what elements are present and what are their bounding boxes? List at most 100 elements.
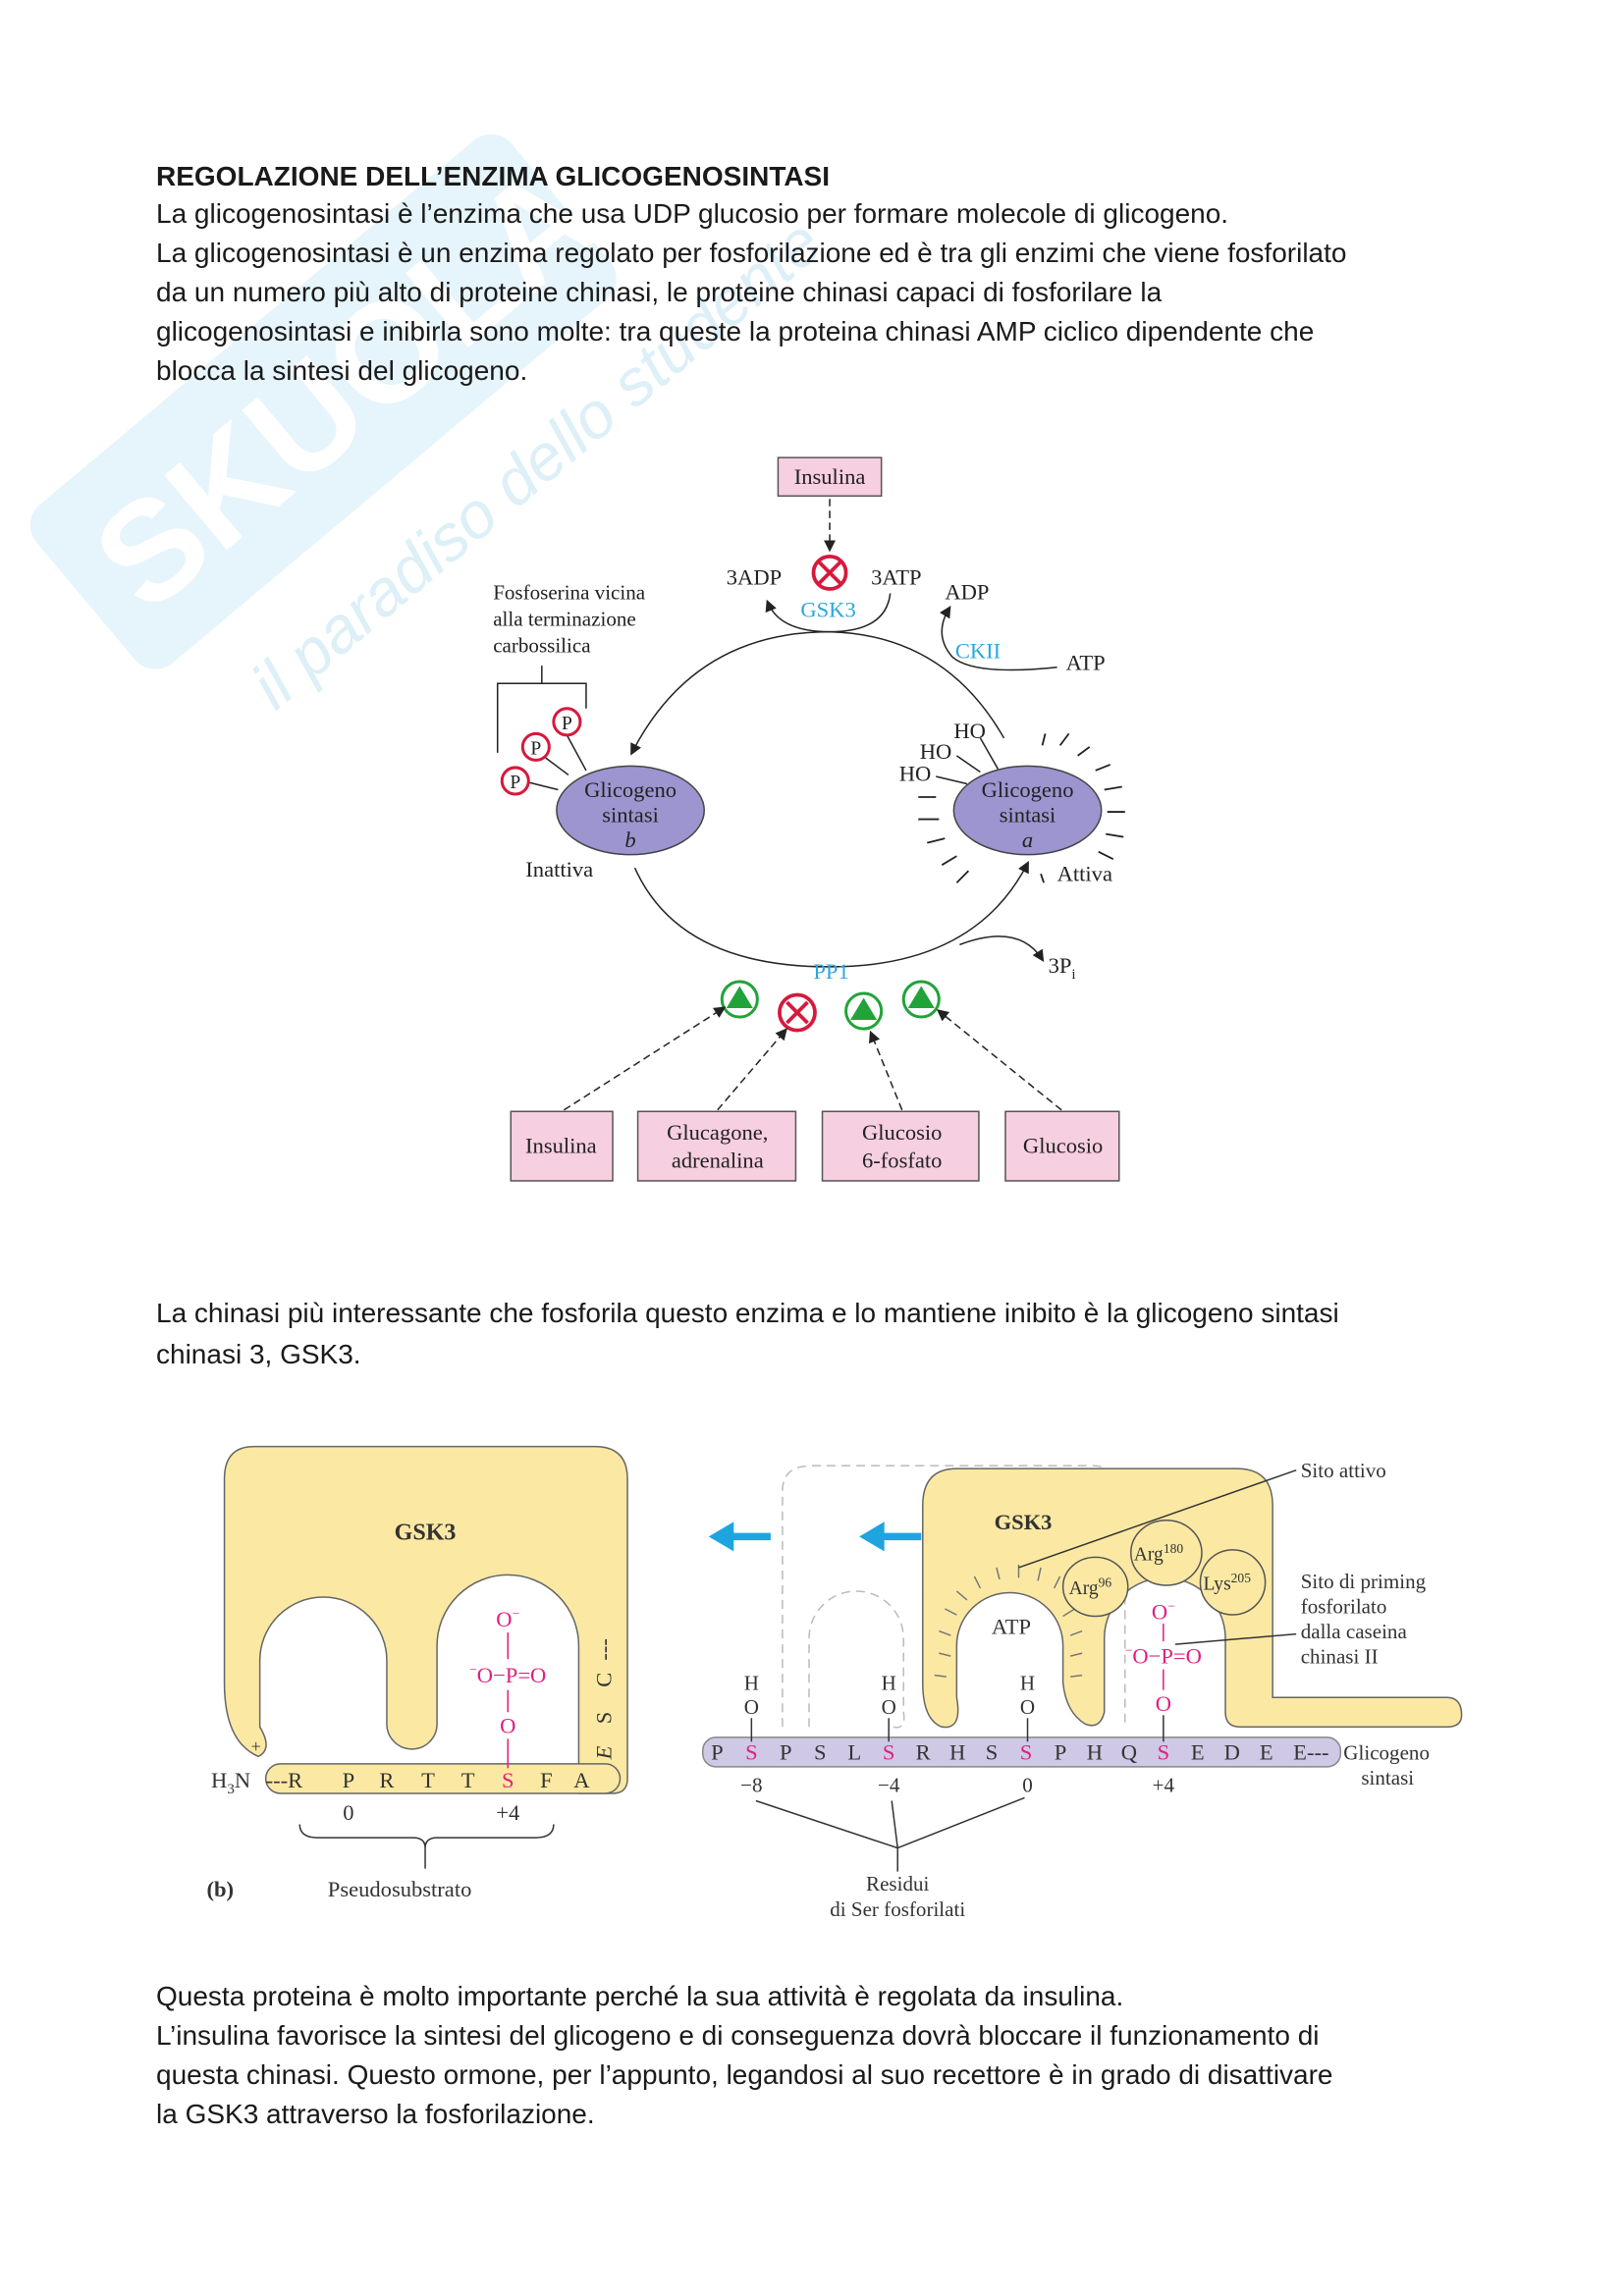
heading: REGOLAZIONE DELL’ENZIMA GLICOGENOSINTASI bbox=[156, 161, 831, 191]
phosphate-group: O− −O−P=O O bbox=[1125, 1599, 1202, 1742]
attiva-label: Attiva bbox=[1057, 862, 1112, 886]
svg-text:O: O bbox=[882, 1695, 896, 1719]
lys205-residue bbox=[1199, 1549, 1267, 1616]
gsk3-kinase-shape bbox=[922, 1468, 1463, 1729]
inattiva-label: Inattiva bbox=[525, 857, 593, 881]
svg-text:A: A bbox=[573, 1768, 590, 1792]
bracket bbox=[496, 666, 587, 753]
svg-text:F: F bbox=[540, 1768, 553, 1792]
enzyme-a-label: sintasi bbox=[1000, 803, 1056, 828]
box-label: Insulina bbox=[525, 1133, 597, 1157]
svg-text:+4: +4 bbox=[1153, 1773, 1175, 1796]
activate-icon bbox=[901, 980, 941, 1019]
enzyme-a-label: Glicogeno bbox=[982, 777, 1074, 802]
sequence-residue: S bbox=[814, 1739, 827, 1764]
residui-label: Residui bbox=[866, 1872, 929, 1896]
glucagone-box bbox=[636, 1110, 797, 1182]
ckii-reaction-arrow bbox=[940, 605, 1057, 671]
cycle-arrow-bottom bbox=[633, 861, 1029, 968]
svg-text:---: --- bbox=[592, 1638, 617, 1661]
enzyme-a-label: a bbox=[1022, 828, 1033, 852]
amino-terminus-label: H3N bbox=[211, 1768, 250, 1797]
fosfoserina-label: alla terminazione bbox=[493, 608, 636, 631]
arg180-residue bbox=[1130, 1520, 1203, 1586]
ho-label: HO bbox=[953, 719, 986, 743]
charge-label: + bbox=[251, 1736, 261, 1756]
hydroxyl-bonds bbox=[936, 737, 1000, 785]
svg-text:O: O bbox=[500, 1713, 515, 1737]
arg96-residue bbox=[1061, 1556, 1129, 1618]
pi-label: 3Pi bbox=[1049, 953, 1076, 983]
sequence-residue: E bbox=[1260, 1739, 1273, 1764]
insulina-box bbox=[510, 1110, 614, 1182]
enzyme-b-label: sintasi bbox=[602, 803, 659, 828]
svg-text:---R: ---R bbox=[266, 1768, 303, 1792]
svg-text:O: O bbox=[1156, 1691, 1171, 1716]
phosphate-icon: P bbox=[500, 766, 530, 796]
svg-text:T: T bbox=[421, 1768, 435, 1792]
svg-text:O: O bbox=[744, 1695, 759, 1719]
paragraph-line: glicogenosintasi e inibirla sono molte: … bbox=[156, 316, 1315, 347]
inhibit-icon bbox=[811, 555, 848, 591]
sequence-residue: E--- bbox=[1293, 1739, 1328, 1764]
svg-text:−O−P=O: −O−P=O bbox=[469, 1662, 546, 1687]
paragraph-line: da un numero più alto di proteine chinas… bbox=[156, 277, 1163, 307]
box-label: Glucosio bbox=[862, 1120, 942, 1145]
enzyme-b-label: b bbox=[624, 828, 635, 852]
sequence-residue: P bbox=[780, 1739, 792, 1764]
gsk3-kinase-shape bbox=[223, 1445, 628, 1794]
svg-text:O: O bbox=[1020, 1695, 1035, 1719]
svg-text:−4: −4 bbox=[878, 1773, 900, 1796]
sequence-residue: H bbox=[949, 1739, 965, 1764]
enzyme-b-label: Glicogeno bbox=[584, 777, 677, 802]
dashed-arrow bbox=[717, 1028, 787, 1111]
3adp-label: 3ADP bbox=[727, 564, 782, 589]
svg-text:−O−P=O: −O−P=O bbox=[1125, 1643, 1202, 1669]
sito-priming-label: Sito di priming fosforilato dalla casein… bbox=[1301, 1570, 1427, 1669]
ho-label: HO bbox=[920, 739, 952, 764]
sequence-residue: Q bbox=[1121, 1739, 1137, 1764]
inhibit-icon bbox=[778, 992, 817, 1033]
3atp-label: 3ATP bbox=[871, 564, 921, 589]
glicogeno-sintasi-label: Glicogeno bbox=[1343, 1740, 1430, 1764]
sequence-residue: E bbox=[1191, 1739, 1205, 1764]
svg-text:T: T bbox=[461, 1768, 475, 1792]
sequence-residue: R bbox=[916, 1739, 931, 1764]
arg96-label: Arg96 bbox=[1069, 1575, 1112, 1599]
svg-text:E: E bbox=[592, 1745, 617, 1760]
active-site-ticks bbox=[934, 1564, 1083, 1678]
sequence-residue: S bbox=[745, 1739, 758, 1764]
sequence-residue: D bbox=[1224, 1739, 1240, 1764]
sequence-residue: L bbox=[847, 1739, 861, 1764]
atp-label: ATP bbox=[992, 1615, 1031, 1639]
residui-label: di Ser fosforilati bbox=[830, 1897, 965, 1921]
pi-release-arrow bbox=[959, 935, 1045, 962]
svg-text:chinasi II: chinasi II bbox=[1301, 1645, 1379, 1669]
paragraph-line: la GSK3 attraverso la fosforilazione. bbox=[156, 2099, 595, 2129]
svg-text:−8: −8 bbox=[740, 1773, 762, 1796]
svg-text:O−: O− bbox=[1152, 1599, 1175, 1625]
sequence-residue: S bbox=[883, 1739, 895, 1764]
adp-label: ADP bbox=[945, 580, 989, 605]
gsk3-label: GSK3 bbox=[395, 1520, 457, 1545]
watermark-logo-shape bbox=[29, 133, 617, 669]
glycogen-synthase-a bbox=[952, 765, 1103, 856]
dashed-arrow bbox=[563, 1006, 727, 1111]
svg-text:R: R bbox=[379, 1768, 394, 1792]
pseudosubstrate-bar bbox=[264, 1763, 622, 1794]
ho-label: HO bbox=[899, 761, 932, 785]
paragraph-line: L’insulina favorisce la sintesi del glic… bbox=[156, 2020, 1320, 2051]
dashed-arrow bbox=[868, 1030, 903, 1111]
brace bbox=[298, 1824, 555, 1869]
svg-text:Sito di priming: Sito di priming bbox=[1301, 1570, 1427, 1593]
paragraph-line: La chinasi più interessante che fosforil… bbox=[156, 1298, 1339, 1328]
activate-icon bbox=[720, 980, 759, 1019]
paragraph-line: blocca la sintesi del glicogeno. bbox=[156, 355, 528, 386]
gsk3-label: GSK3 bbox=[995, 1510, 1053, 1534]
svg-text:S: S bbox=[502, 1768, 514, 1792]
activate-icon bbox=[844, 991, 884, 1031]
paragraph-line: questa chinasi. Questo ormone, per l’app… bbox=[156, 2059, 1333, 2090]
